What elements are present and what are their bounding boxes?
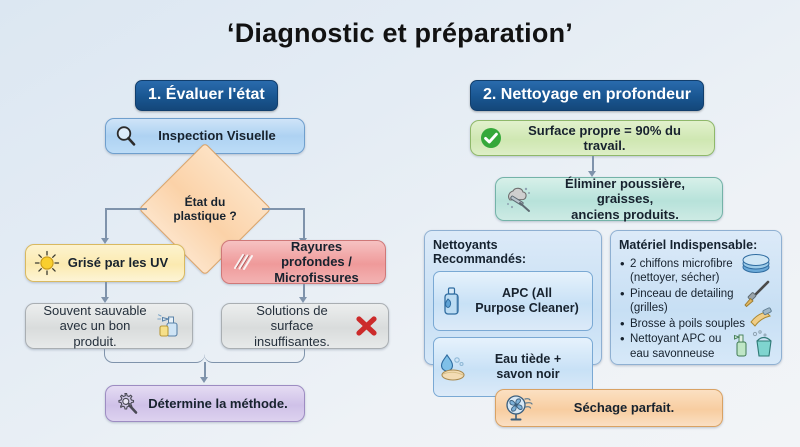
node-grise-par-les-uv: Grisé par les UV bbox=[25, 244, 185, 282]
connector bbox=[204, 362, 206, 379]
connector-arrow bbox=[200, 377, 208, 383]
connector bbox=[104, 349, 205, 363]
node-label: Surface propre = 90% du travail. bbox=[528, 122, 681, 153]
connector bbox=[303, 284, 305, 300]
list-item: Pinceau de detailing (grilles) bbox=[619, 286, 773, 316]
cleaner-item-label: APC (All Purpose Cleaner) bbox=[475, 286, 579, 315]
fan-icon bbox=[504, 394, 534, 422]
node-label: Inspection Visuelle bbox=[158, 128, 276, 144]
gear-wrench-icon bbox=[114, 391, 140, 417]
node-label: Solutions de surface insuffisantes. bbox=[254, 303, 330, 349]
list-item: Brosse à poils souples bbox=[619, 316, 773, 333]
node-sechage-parfait: Séchage parfait. bbox=[495, 389, 723, 427]
page-title: ‘Diagnostic et préparation’ bbox=[227, 18, 573, 48]
sun-icon bbox=[34, 250, 60, 276]
materials-list: 2 chiffons microfibre (nettoyer, sécher)… bbox=[619, 256, 773, 361]
connector bbox=[105, 208, 147, 210]
spray-bucket-icon bbox=[733, 329, 777, 359]
connector-arrow bbox=[101, 238, 109, 244]
connector bbox=[262, 208, 304, 210]
node-label: Séchage parfait. bbox=[573, 400, 675, 416]
section-banner-1: 1. Évaluer l'état bbox=[135, 80, 278, 111]
cleaner-item-apc: APC (All Purpose Cleaner) bbox=[433, 271, 593, 331]
connector bbox=[204, 349, 305, 363]
squeegee-icon bbox=[504, 184, 536, 214]
spray-bottle-icon bbox=[156, 313, 184, 339]
node-label: Grisé par les UV bbox=[67, 255, 169, 271]
detailing-brush-icon bbox=[742, 279, 772, 309]
node-souvent-sauvable: Souvent sauvable avec un bon produit. bbox=[25, 303, 193, 349]
node-solutions-insuffisantes: Solutions de surface insuffisantes. bbox=[221, 303, 389, 349]
node-label: Rayures profondes / Microfissures bbox=[274, 239, 359, 285]
check-circle-icon bbox=[479, 126, 503, 150]
decision-etat-du-plastique: État du plastique ? bbox=[138, 142, 272, 276]
connector bbox=[592, 156, 594, 173]
connector-arrow bbox=[588, 171, 596, 177]
microfiber-cloth-icon bbox=[739, 253, 773, 279]
detergent-bottle-icon bbox=[440, 285, 464, 317]
list-item: 2 chiffons microfibre (nettoyer, sécher) bbox=[619, 256, 773, 286]
soft-brush-icon bbox=[748, 307, 774, 331]
red-cross-icon bbox=[354, 314, 380, 338]
scratches-icon bbox=[230, 249, 256, 275]
connector bbox=[105, 208, 107, 241]
connector-arrow bbox=[101, 297, 109, 303]
section-banner-2: 2. Nettoyage en profondeur bbox=[470, 80, 705, 111]
node-eliminer-poussiere: Éliminer poussière, graisses, anciens pr… bbox=[495, 176, 723, 222]
node-surface-propre: Surface propre = 90% du travail. bbox=[470, 120, 715, 156]
connector bbox=[105, 282, 107, 300]
water-soap-icon bbox=[440, 351, 466, 383]
node-determine-la-methode: Détermine la méthode. bbox=[105, 385, 305, 422]
panel-nettoyants-recommandes: Nettoyants Recommandés: APC (All Purpose… bbox=[424, 230, 602, 397]
cleaner-item-eau-savon: Eau tiède + savon noir bbox=[433, 337, 593, 397]
magnifier-icon bbox=[114, 124, 138, 148]
connector bbox=[303, 208, 305, 241]
node-label: Souvent sauvable avec un bon produit. bbox=[43, 303, 147, 349]
list-item: Nettoyant APC ou eau savonneuse bbox=[619, 331, 773, 361]
panel-materiel-indispensable: Matériel Indispensable: 2 chiffons micro… bbox=[610, 230, 782, 365]
cleaner-item-label: Eau tiède + savon noir bbox=[494, 352, 562, 381]
panel-title: Matériel Indispensable: bbox=[619, 238, 758, 252]
connector-arrow bbox=[299, 297, 307, 303]
node-label: Éliminer poussière, graisses, anciens pr… bbox=[565, 176, 685, 222]
node-label: Détermine la méthode. bbox=[148, 395, 288, 411]
node-rayures-microfissures: Rayures profondes / Microfissures bbox=[221, 239, 386, 285]
panel-title: Nettoyants Recommandés: bbox=[433, 238, 527, 266]
